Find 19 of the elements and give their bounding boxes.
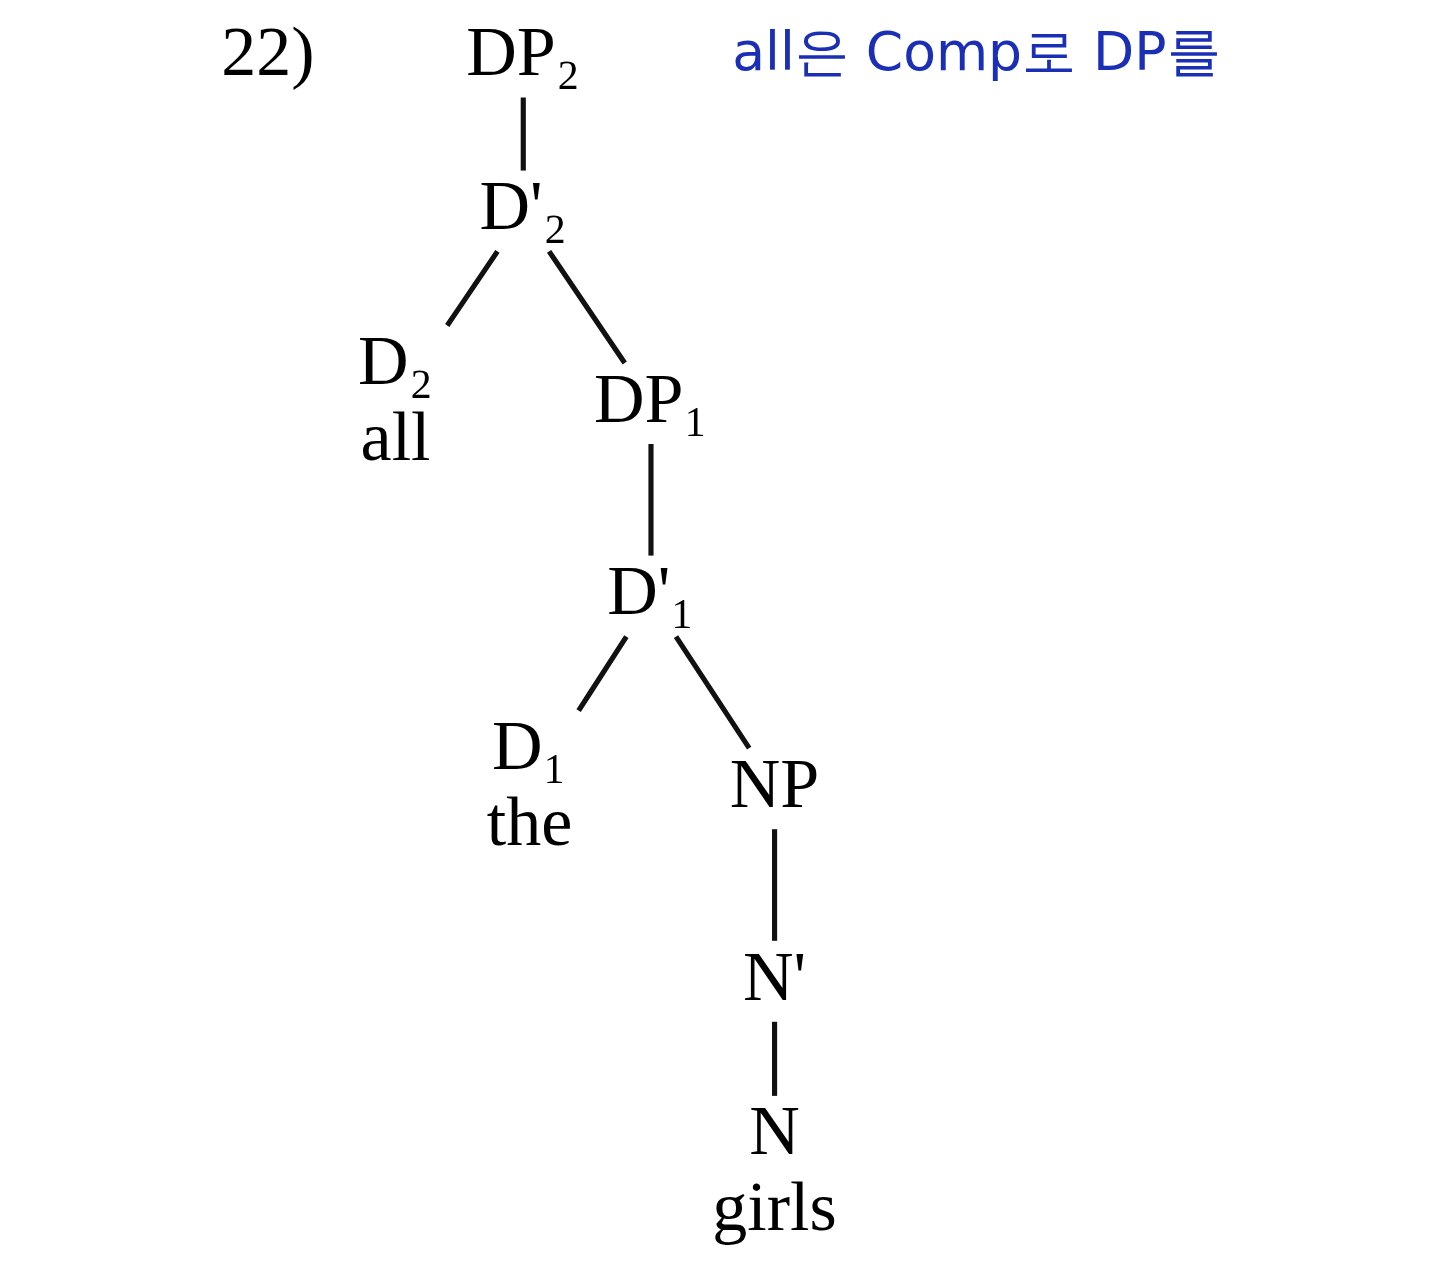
connector [546,249,627,365]
connector [647,444,654,556]
node-text: D₂ all [357,321,433,475]
node-text: DP₁ [593,359,708,437]
node-text: DP₂ [465,12,580,90]
connector [575,635,629,713]
label: 22) [220,12,315,90]
connector [771,829,777,941]
node-text: D'₁ [606,552,695,630]
connector [520,97,526,171]
node-text: N girls [711,1091,837,1246]
connector [444,249,500,327]
connector [771,1021,777,1096]
node-text: D'₂ [478,167,567,245]
node-text: D₁ the [486,706,572,861]
node-text: N' [742,937,806,1015]
node-text: NP [729,744,819,822]
label: all은 Comp로 DP를 [731,19,1221,83]
connector [673,635,751,750]
